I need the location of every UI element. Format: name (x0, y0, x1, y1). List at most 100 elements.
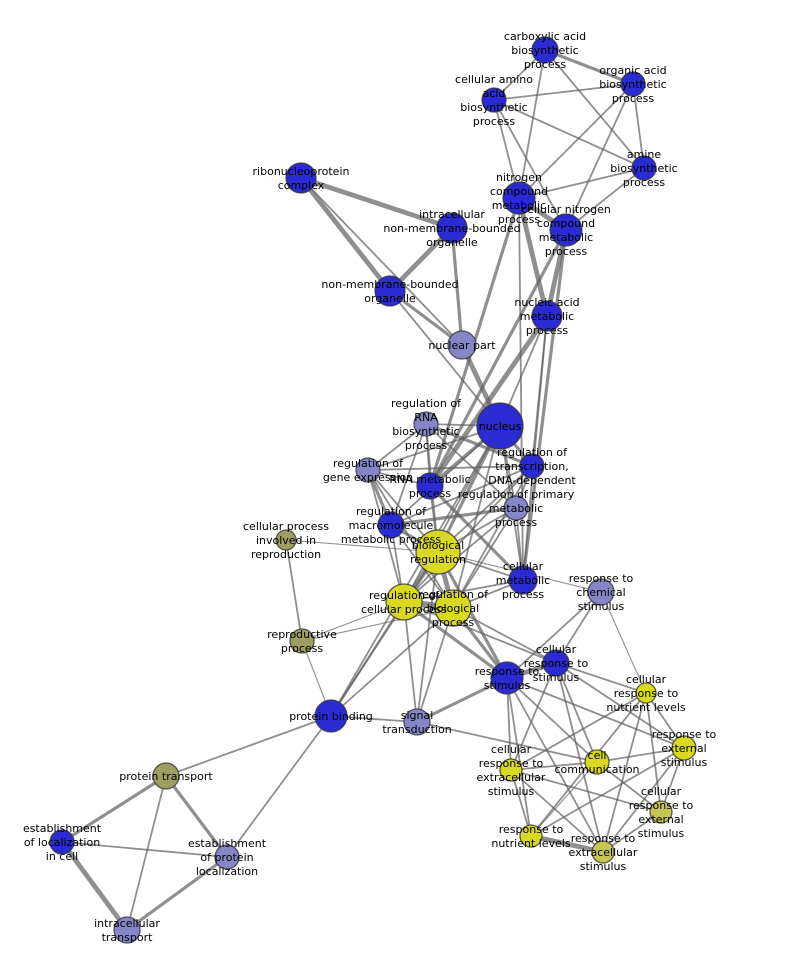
graph-node-reproductive-process[interactable] (289, 628, 315, 654)
graph-node-cell-communication[interactable] (584, 749, 610, 775)
graph-node-establishment-localization-cell[interactable] (49, 829, 75, 855)
graph-edge-response-stimulus--response-external (506, 677, 685, 749)
graph-edge-organic-acid--amine (632, 83, 645, 169)
graph-node-nucleus[interactable] (476, 402, 524, 450)
graph-edge-biological-regulation--response-stimulus (436, 550, 509, 680)
graph-edge-nucleic-acid-metabolic--rna-metabolic (427, 313, 550, 489)
graph-node-label-line: communication (554, 763, 639, 776)
graph-node-response-stimulus[interactable] (490, 661, 524, 695)
graph-node-signal-transduction[interactable] (403, 708, 431, 736)
graph-node-protein-binding[interactable] (314, 699, 348, 733)
graph-node-response-nutrient-levels[interactable] (519, 824, 543, 848)
graph-node-label-line: cellular (626, 673, 667, 686)
graph-edge-rnp-complex--intracellular-nmb-organelle (298, 175, 455, 231)
graph-node-cellular-response-nutrient[interactable] (635, 682, 657, 704)
graph-edge-reg-transcription--reg-gene-expression (367, 465, 533, 471)
graph-node-intracellular-transport[interactable] (113, 916, 141, 944)
graph-node-rna-metabolic[interactable] (416, 472, 444, 500)
graph-node-label-line: cellular (503, 560, 544, 573)
graph-node-establishment-protein-localization[interactable] (214, 844, 240, 870)
graph-node-reg-rna-biosynthetic[interactable] (413, 411, 439, 437)
graph-node-organic-acid[interactable] (620, 71, 646, 97)
graph-node-amine[interactable] (631, 155, 657, 181)
graph-node-label-line: nucleic acid (514, 296, 579, 309)
graph-node-label-line: reproductive (267, 628, 337, 641)
graph-node-label-line: organelle (364, 292, 416, 305)
graph-node-label-line: RNA (414, 411, 438, 424)
graph-node-cellular-response-stimulus[interactable] (542, 649, 570, 677)
graph-node-reg-primary-metabolic[interactable] (503, 495, 529, 521)
graph-node-label-line: process (281, 642, 324, 655)
graph-node-label-line: response to (569, 572, 634, 585)
graph-node-label-line: protein binding (289, 710, 373, 723)
graph-edge-signal-transduction--biological-regulation (416, 551, 439, 723)
graph-edge-reg-primary-metabolic--reg-macromolecule-metabolic (389, 506, 518, 527)
graph-node-cellular-nitrogen[interactable] (549, 213, 583, 247)
graph-node-label-line: cell (588, 749, 607, 762)
graph-node-nitrogen-compound[interactable] (502, 181, 536, 215)
graph-node-label-line: stimulus (484, 679, 531, 692)
graph-node-label-line: regulation of (418, 588, 489, 601)
graph-node-label-line: reproduction (251, 548, 321, 561)
graph-edge-reproductive-process--reg-biological-process (301, 607, 454, 642)
graph-node-intracellular-nmb-organelle[interactable] (436, 212, 468, 244)
graph-edge-response-stimulus--cell-communication (506, 677, 598, 763)
graph-node-label-line: cellular process (243, 520, 329, 533)
graph-edge-cell-process-reproduction--biological-regulation (285, 539, 439, 553)
graph-node-label-line: cellular (536, 643, 577, 656)
graph-node-label-line: cellular (641, 785, 682, 798)
graph-node-label-line: acid (483, 87, 506, 100)
graph-node-reg-cellular-process[interactable] (385, 583, 423, 621)
graph-node-rnp-complex[interactable] (285, 162, 317, 194)
graph-edge-establishment-localization-cell--establishment-protein-localization (61, 841, 228, 858)
graph-node-protein-transport[interactable] (152, 762, 180, 790)
graph-node-response-extracellular[interactable] (591, 840, 615, 864)
graph-edge-nitrogen-compound--nucleic-acid-metabolic (516, 195, 550, 319)
graph-node-label-line: regulation of (333, 457, 404, 470)
graph-node-carboxylic-acid[interactable] (531, 36, 559, 64)
graph-node-cell-process-reproduction[interactable] (275, 529, 297, 551)
graph-edge-establishment-protein-localization--intracellular-transport (125, 855, 229, 932)
graph-node-label-line: metabolic (489, 502, 543, 515)
graph-edge-response-chemical--cellular-response-stimulus (555, 591, 602, 664)
graph-node-reg-biological-process[interactable] (434, 589, 472, 627)
graph-node-nucleic-acid-metabolic[interactable] (531, 300, 563, 332)
graph-node-label-line: biosynthetic (392, 425, 459, 438)
graph-node-response-chemical[interactable] (587, 578, 615, 606)
graph-node-label-line: compound (490, 185, 548, 198)
graph-edge-reg-gene-expression--reg-biological-process (367, 469, 454, 609)
graph-edge-establishment-localization-cell--intracellular-transport (59, 839, 130, 933)
graph-node-nuclear-part[interactable] (447, 330, 477, 360)
graph-node-label-protein-binding: protein binding (289, 710, 373, 723)
graph-node-label-line: chemical (576, 586, 625, 599)
graph-node-biological-regulation[interactable] (415, 529, 461, 575)
graph-edge-cellular-response-nutrient--response-extracellular (602, 692, 647, 853)
graph-edge-protein-binding--establishment-protein-localization (226, 715, 332, 858)
graph-node-nmb-organelle[interactable] (374, 275, 406, 307)
graph-edge-protein-binding--nucleus (330, 425, 501, 717)
graph-node-label-line: regulation of (497, 446, 568, 459)
graph-edge-rnp-complex--nuclear-part (300, 177, 463, 346)
graph-node-response-external[interactable] (671, 735, 697, 761)
graph-node-cellular-response-external[interactable] (649, 800, 673, 824)
graph-node-reg-macromolecule-metabolic[interactable] (377, 511, 405, 539)
graph-node-label-line: biosynthetic (511, 44, 578, 57)
graph-node-cellular-metabolic[interactable] (508, 565, 538, 595)
graph-node-label-line: nucleus (479, 420, 522, 433)
graph-node-reg-gene-expression[interactable] (355, 457, 381, 483)
graph-edge-reg-biological-process--cellular-response-stimulus (452, 607, 557, 664)
graph-node-label-line: process (545, 245, 588, 258)
graph-node-label-line: biological (427, 602, 479, 615)
graph-node-reg-transcription[interactable] (519, 453, 545, 479)
graph-node-amino-acid[interactable] (481, 87, 507, 113)
graph-node-cellular-response-extracellular[interactable] (499, 758, 523, 782)
